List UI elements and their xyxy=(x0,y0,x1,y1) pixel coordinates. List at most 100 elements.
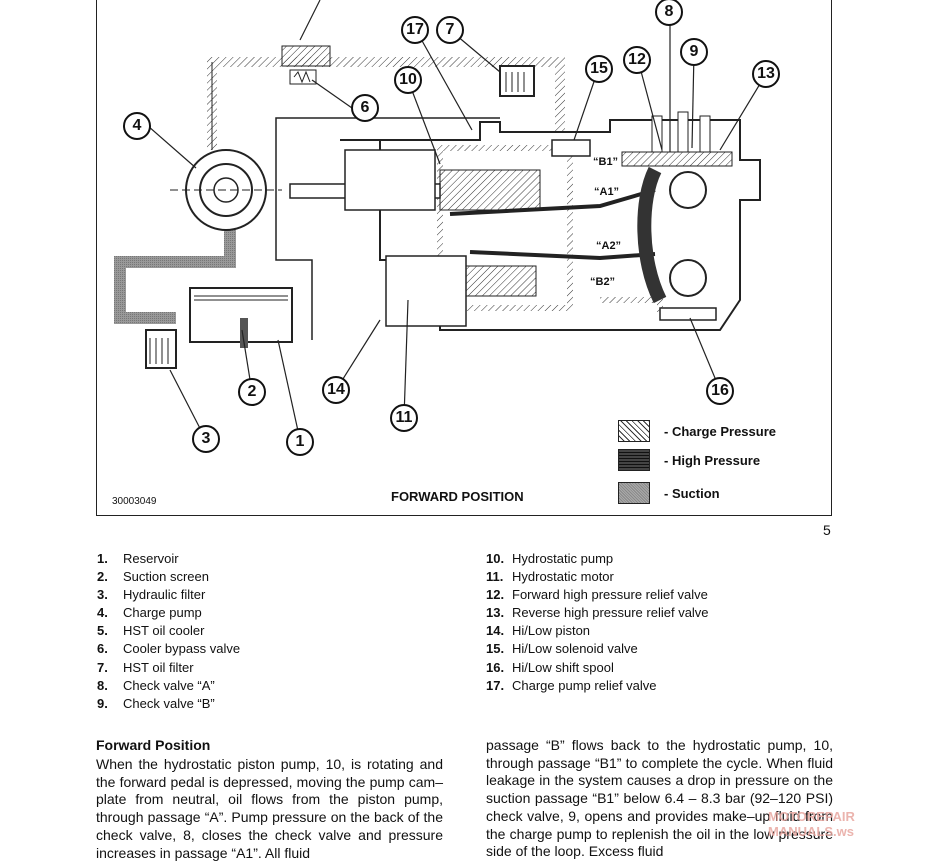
item-number: 1. xyxy=(97,551,108,566)
item-name: Charge pump relief valve xyxy=(512,677,657,693)
item-number: 13. xyxy=(486,605,505,621)
high-pressure-line-a1 xyxy=(449,188,656,216)
callout-7: 7 xyxy=(436,16,464,44)
callout-10: 10 xyxy=(394,66,422,94)
callout-9: 9 xyxy=(680,38,708,66)
figure-title: FORWARD POSITION xyxy=(391,489,524,504)
legend-suction: - Suction xyxy=(618,480,720,506)
item-number: 11. xyxy=(486,569,504,585)
parts-list-left: 1. Reservoir 2. Suction screen 3. Hydraulic… xyxy=(97,550,240,713)
solenoid-shape xyxy=(551,139,591,157)
item-number: 8. xyxy=(97,677,108,693)
item-name: Hi/Low piston xyxy=(512,623,591,639)
legend-label: - Charge Pressure xyxy=(664,423,776,439)
passage-label-a1: “A1” xyxy=(594,186,620,198)
legend-label: - High Pressure xyxy=(664,452,761,468)
hst-filter-shape xyxy=(499,65,535,97)
list-item: 10. Hydrostatic pump xyxy=(486,550,709,568)
list-item: 17. Charge pump relief valve xyxy=(486,677,709,695)
high-pressure-loop xyxy=(637,166,667,304)
hydraulic-schematic xyxy=(114,0,767,441)
high-pressure-line-a2 xyxy=(469,250,656,261)
item-number: 14. xyxy=(486,623,505,639)
item-name: Cooler bypass valve xyxy=(123,641,241,657)
watermark: MOTOREPAIR MANUALS.ws xyxy=(768,809,855,839)
shift-spool-shape xyxy=(659,307,717,321)
hydrostatic-pump-shape xyxy=(344,149,436,211)
high-pressure-swatch xyxy=(618,449,650,471)
callout-11: 11 xyxy=(390,404,418,432)
item-number: 5. xyxy=(97,623,108,639)
legend-label: - Suction xyxy=(664,485,720,501)
figure-code: 30003049 xyxy=(112,496,157,507)
watermark-line: MANUALS.ws xyxy=(768,824,854,839)
list-item: 11. Hydrostatic motor xyxy=(486,568,709,586)
figure-page-number: 5 xyxy=(823,522,831,538)
item-name: Check valve “B” xyxy=(123,695,215,711)
item-number: 17. xyxy=(486,677,505,693)
parts-list-right: 10. Hydrostatic pump 11. Hydrostatic motor… xyxy=(486,550,709,695)
legend-charge-pressure: - Charge Pressure xyxy=(618,418,776,444)
callout-15: 15 xyxy=(585,55,613,83)
legend-high-pressure: - High Pressure xyxy=(618,447,760,473)
item-name: Hydrostatic pump xyxy=(512,551,614,566)
charge-pressure-swatch xyxy=(618,420,650,442)
item-number: 2. xyxy=(97,569,108,585)
item-name: Charge pump xyxy=(123,605,202,621)
item-number: 16. xyxy=(486,659,505,675)
passage-label-b1: “B1” xyxy=(593,156,619,168)
callout-17: 17 xyxy=(401,16,429,44)
list-item: 3. Hydraulic filter xyxy=(97,586,240,604)
watermark-line: MOTOREPAIR xyxy=(768,809,855,824)
list-item: 8. Check valve “A” xyxy=(97,677,240,695)
list-item: 5. HST oil cooler xyxy=(97,622,240,640)
callout-16: 16 xyxy=(706,377,734,405)
list-item: 12. Forward high pressure relief valve xyxy=(486,586,709,604)
item-name: Check valve “A” xyxy=(123,677,215,693)
list-item: 13. Reverse high pressure relief valve xyxy=(486,604,709,622)
list-item: 2. Suction screen xyxy=(97,568,240,586)
callout-3: 3 xyxy=(192,425,220,453)
callout-1: 1 xyxy=(286,428,314,456)
list-item: 1. Reservoir xyxy=(97,550,240,568)
item-number: 15. xyxy=(486,641,505,657)
item-name: Hi/Low shift spool xyxy=(512,659,614,675)
hydrostatic-motor-shape xyxy=(385,255,467,327)
callout-13: 13 xyxy=(752,60,780,88)
item-number: 7. xyxy=(97,659,108,675)
item-number: 3. xyxy=(97,587,108,603)
item-number: 4. xyxy=(97,605,108,621)
item-name: HST oil filter xyxy=(123,659,194,675)
callout-4: 4 xyxy=(123,112,151,140)
passage-label-b2: “B2” xyxy=(590,276,616,288)
callout-8: 8 xyxy=(655,0,683,26)
list-item: 9.Check valve “B” xyxy=(97,695,240,713)
section-title: Forward Position xyxy=(96,737,211,753)
diagram-frame xyxy=(96,0,832,516)
item-name: Suction screen xyxy=(123,569,209,585)
item-name: Hi/Low solenoid valve xyxy=(512,641,638,657)
list-item: 6. Cooler bypass valve xyxy=(97,640,240,658)
hydraulic-filter-shape xyxy=(145,329,177,369)
body-paragraph-left: When the hydrostatic piston pump, 10, is… xyxy=(96,756,443,861)
list-item: 16. Hi/Low shift spool xyxy=(486,659,709,677)
passage-label-a2: “A2” xyxy=(596,240,622,252)
list-item: 7. HST oil filter xyxy=(97,659,240,677)
item-number: 6. xyxy=(97,641,108,657)
suction-screen-shape xyxy=(240,318,248,348)
item-name: HST oil cooler xyxy=(123,623,205,639)
suction-swatch xyxy=(618,482,650,504)
item-name: Forward high pressure relief valve xyxy=(512,587,708,603)
list-item: 15. Hi/Low solenoid valve xyxy=(486,640,709,658)
body-paragraph-right: passage “B” flows back to the hydrostati… xyxy=(486,737,833,860)
list-item: 14. Hi/Low piston xyxy=(486,622,709,640)
item-name: Reverse high pressure relief valve xyxy=(512,605,709,621)
item-name: Hydrostatic motor xyxy=(512,569,614,585)
callout-6: 6 xyxy=(351,94,379,122)
item-name: Hydraulic filter xyxy=(123,587,206,603)
item-number: 10. xyxy=(486,551,505,566)
item-number: 12. xyxy=(486,587,505,603)
suction-line xyxy=(114,220,236,324)
list-item: 4. Charge pump xyxy=(97,604,240,622)
item-name: Reservoir xyxy=(123,551,179,566)
